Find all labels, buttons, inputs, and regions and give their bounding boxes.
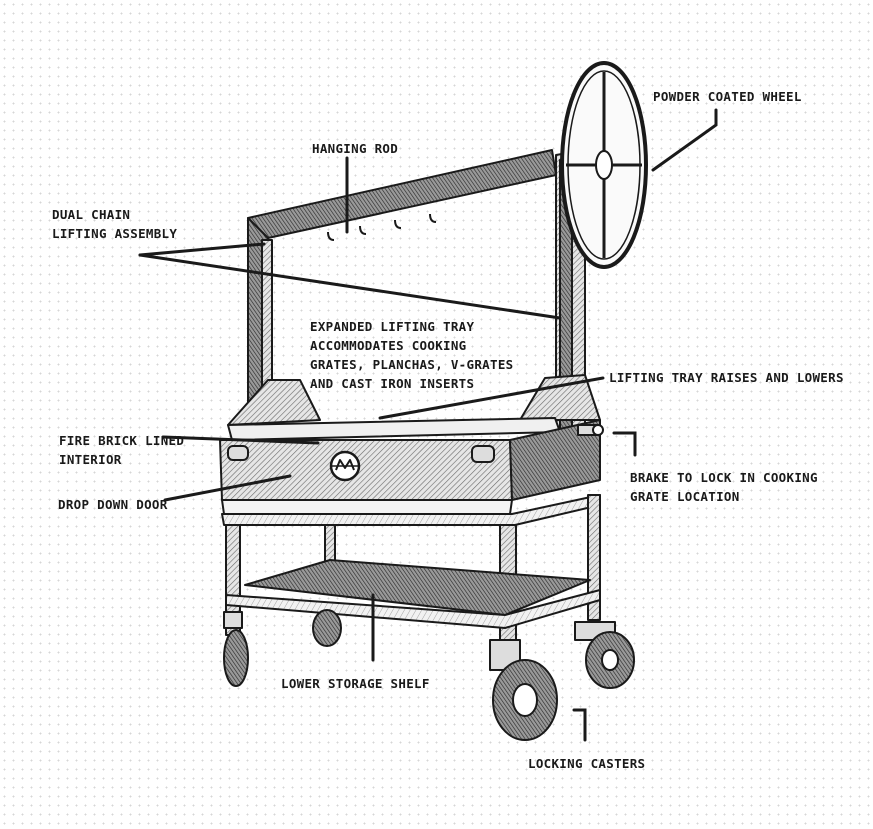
- label-lifting-tray-raises: LIFTING TRAY RAISES AND LOWERS: [609, 370, 844, 385]
- label-brake-line2: GRATE LOCATION: [630, 489, 740, 504]
- leader-wheel: [651, 108, 718, 172]
- label-expanded-tray-line1: EXPANDED LIFTING TRAY: [310, 319, 475, 334]
- caster-back-left: [312, 609, 342, 647]
- label-expanded-tray-line4: AND CAST IRON INSERTS: [310, 376, 475, 391]
- leader-dual-chain-1: [138, 242, 266, 257]
- label-fire-brick: FIRE BRICK LINED INTERIOR: [59, 431, 184, 469]
- leader-lines: [138, 108, 718, 742]
- label-dual-chain-line2: LIFTING ASSEMBLY: [52, 226, 178, 241]
- label-dual-chain: DUAL CHAIN LIFTING ASSEMBLY: [52, 205, 177, 243]
- leader-dual-chain-2: [138, 253, 562, 320]
- label-locking-casters: LOCKING CASTERS: [528, 756, 646, 771]
- label-expanded-tray-line3: GRATES, PLANCHAS, V-GRATES: [310, 357, 514, 372]
- left-handle: [227, 445, 249, 461]
- caster-back-right: [574, 621, 635, 689]
- drop-down-door: [221, 499, 513, 515]
- leader-fire-brick: [161, 435, 320, 445]
- label-drop-down-door: DROP DOWN DOOR: [58, 497, 168, 512]
- top-beam: [247, 149, 557, 239]
- leader-lifting-tray: [378, 376, 605, 420]
- powder-coated-wheel-graphic: [560, 61, 648, 269]
- lower-shelf-rail: [225, 589, 601, 629]
- caster-front-right: [489, 639, 558, 741]
- hood-right: [519, 374, 601, 421]
- right-handle: [471, 445, 495, 463]
- lower-shelf: [244, 559, 591, 616]
- label-powder-coated-wheel: POWDER COATED WHEEL: [653, 89, 802, 104]
- label-expanded-tray: EXPANDED LIFTING TRAY ACCOMMODATES COOKI…: [310, 317, 513, 393]
- hanging-hooks: [327, 213, 437, 241]
- leg-back-left: [324, 524, 336, 566]
- leader-casters: [572, 708, 587, 742]
- label-brake-line1: BRAKE TO LOCK IN COOKING: [630, 470, 818, 485]
- caster-front-left: [223, 611, 249, 687]
- label-dual-chain-line1: DUAL CHAIN: [52, 207, 131, 222]
- label-fire-brick-line1: FIRE BRICK LINED: [59, 433, 185, 448]
- sm-logo: [329, 450, 361, 482]
- label-brake: BRAKE TO LOCK IN COOKING GRATE LOCATION: [630, 468, 818, 506]
- label-hanging-rod: HANGING ROD: [312, 141, 399, 156]
- label-expanded-tray-line2: ACCOMMODATES COOKING: [310, 338, 467, 353]
- firebox-body: [219, 439, 513, 501]
- hood-left: [227, 379, 321, 426]
- brake-knob: [577, 424, 604, 436]
- leg-back-right: [587, 494, 601, 621]
- firebox-side: [509, 419, 601, 501]
- leader-brake: [612, 431, 637, 457]
- label-fire-brick-line2: INTERIOR: [59, 452, 122, 467]
- leader-drop-door: [163, 474, 292, 502]
- label-lower-storage-shelf: LOWER STORAGE SHELF: [281, 676, 430, 691]
